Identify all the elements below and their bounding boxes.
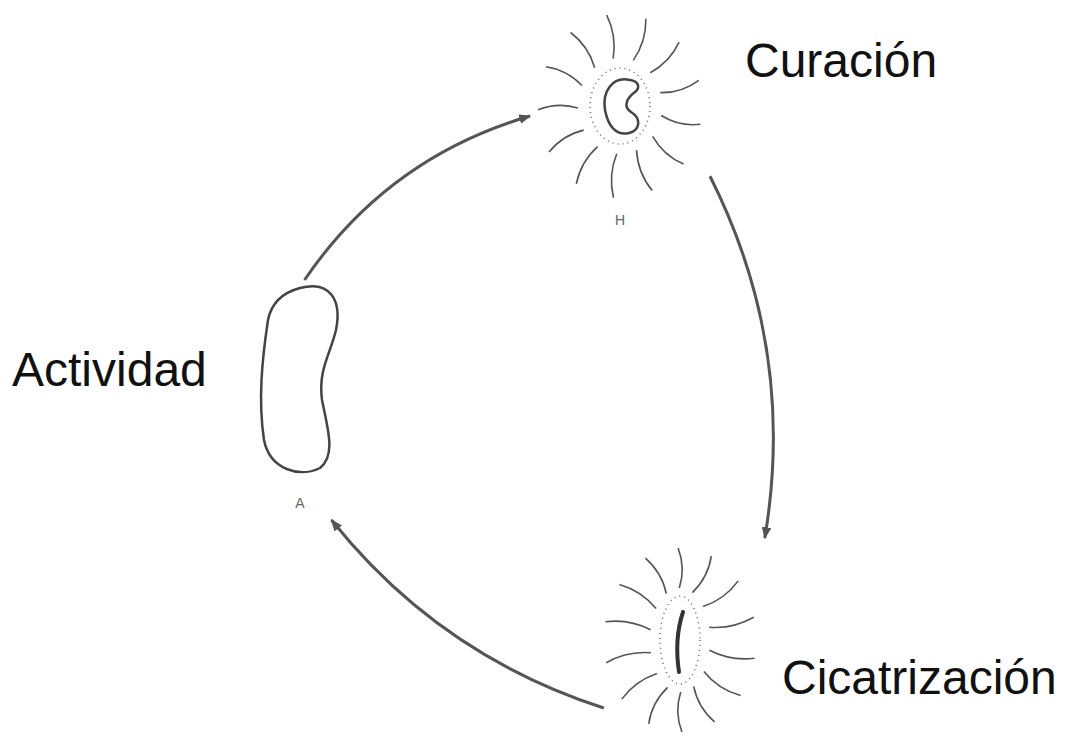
- healing-ulcer: [604, 79, 638, 133]
- fold-line: [678, 692, 682, 732]
- fold-line: [692, 556, 711, 592]
- mucosal-folds: [538, 15, 754, 732]
- cycle-arrow: [710, 176, 773, 538]
- fold-line: [606, 621, 651, 630]
- fold-line: [694, 686, 715, 722]
- fold-line: [649, 687, 668, 723]
- stage-node: CuraciónH: [530, 15, 710, 230]
- stage-node: Cicatrización: [595, 538, 770, 738]
- stage-letter: H: [615, 213, 625, 227]
- fold-line: [538, 105, 578, 109]
- fold-line: [611, 154, 616, 198]
- halo-dots: [660, 596, 700, 684]
- fold-line: [709, 650, 754, 659]
- fold-line: [606, 653, 651, 663]
- fold-line: [645, 558, 666, 594]
- fold-line: [637, 150, 653, 191]
- fold-line: [546, 67, 582, 86]
- scar-line: [677, 612, 683, 672]
- fold-line: [650, 42, 679, 72]
- fold-line: [661, 116, 700, 125]
- cycle-arrow: [305, 116, 531, 280]
- fold-line: [653, 136, 684, 164]
- fold-line: [576, 147, 597, 184]
- fold-line: [660, 80, 698, 92]
- stage-label: Actividad: [12, 346, 207, 394]
- fold-line: [633, 19, 646, 61]
- fold-line: [549, 130, 584, 152]
- stage-letter: A: [295, 496, 304, 510]
- fold-line: [622, 673, 657, 699]
- halo-dots: [590, 68, 650, 144]
- stage-label: Cicatrización: [782, 654, 1057, 702]
- fold-line: [607, 15, 614, 58]
- stage-label: Curación: [745, 37, 937, 85]
- stage-node: ActividadA: [255, 280, 345, 520]
- cycle-arrow: [332, 520, 604, 708]
- fold-line: [704, 671, 741, 695]
- fold-line: [619, 584, 656, 608]
- active-ulcer: [261, 286, 337, 472]
- fold-line: [703, 581, 738, 607]
- fold-line: [678, 548, 682, 588]
- fold-line: [571, 33, 595, 68]
- fold-line: [709, 617, 754, 627]
